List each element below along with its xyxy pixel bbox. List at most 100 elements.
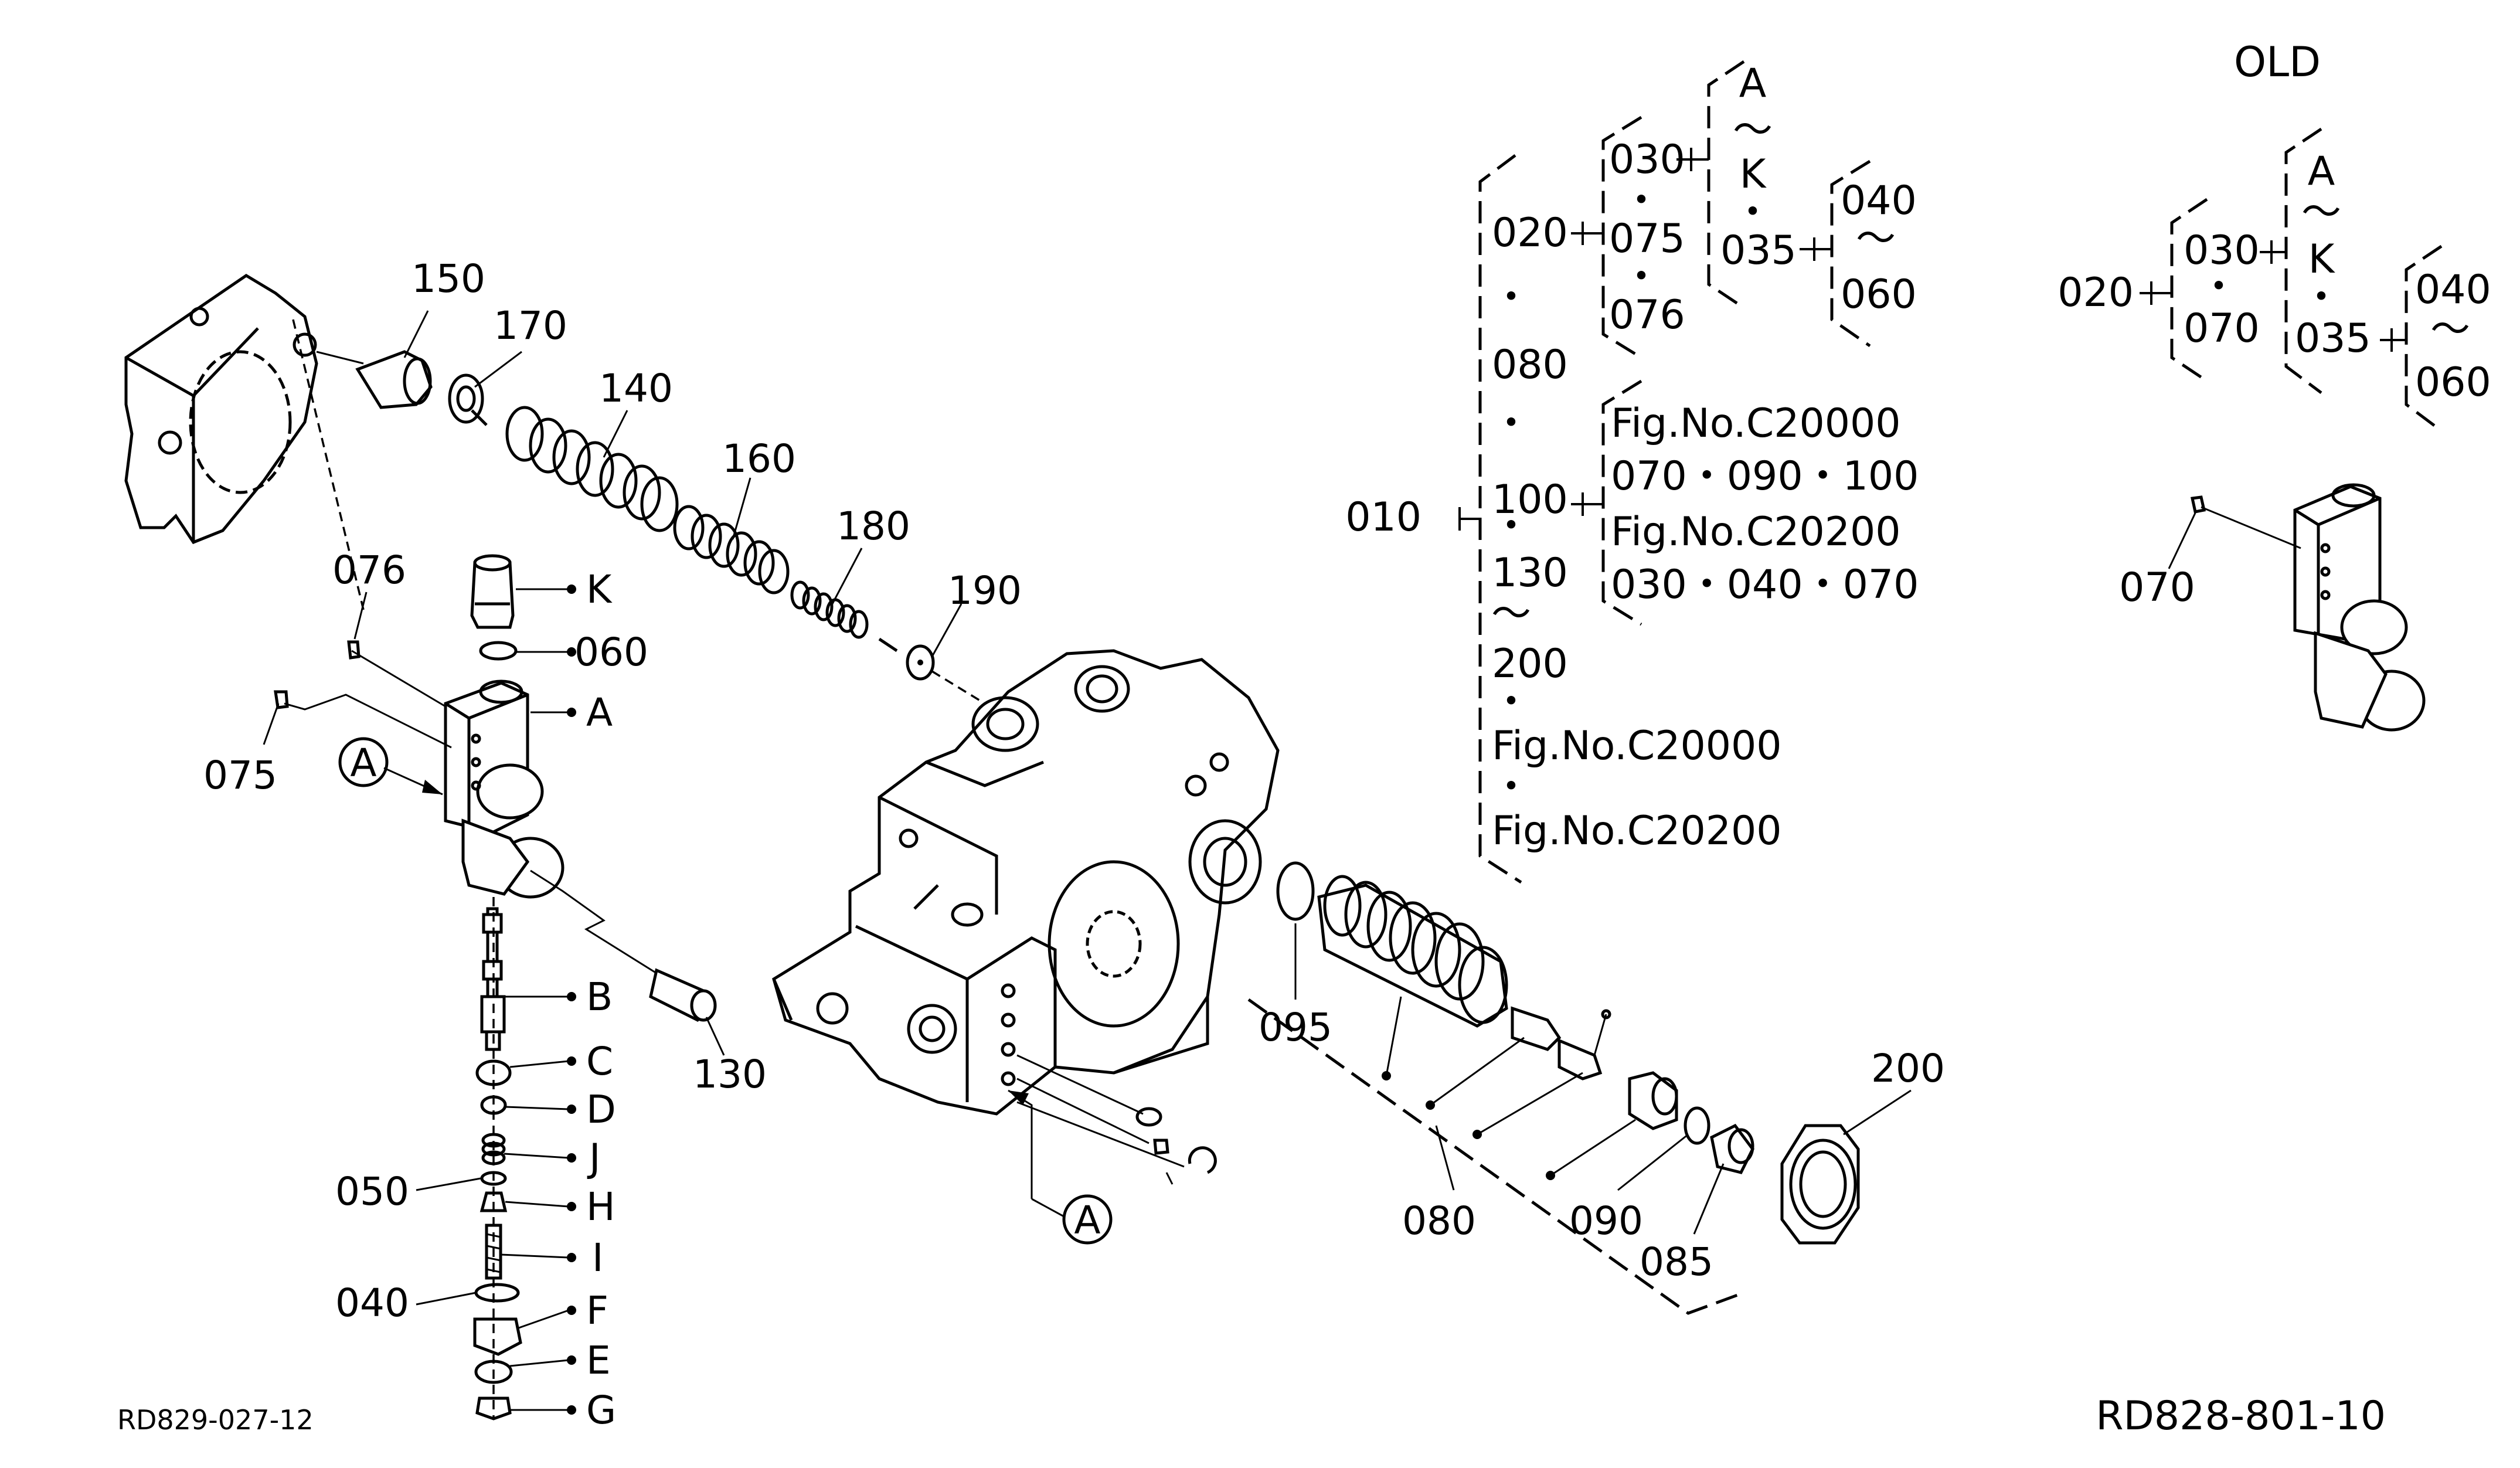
tree-dot1: ・ [1491,274,1531,321]
tick-035 [1800,237,1832,261]
callout-140: 140 [599,366,673,411]
tick-020 [1571,222,1603,245]
part-190-poppet [878,637,985,705]
tree-dot8: ・ [1733,189,1773,236]
tree-100: 100 [1492,477,1568,523]
old-030: 030 [2184,227,2260,274]
tree-080: 080 [1492,342,1568,388]
section-marker-a-right: A [1008,1089,1113,1245]
old-bracket-030 [2170,198,2208,383]
tree-sub4: 030・040・070 [1611,562,1919,608]
tree-fig2: Fig.No.C20200 [1492,808,1782,854]
part-085-plug [1710,1123,1754,1174]
part-180-spring [790,580,869,639]
drawing-ref-right: RD828-801-10 [2096,1393,2386,1439]
tree-k: K [1740,151,1767,198]
old-tilde1: ～ [2301,189,2341,236]
callout-g: G [586,1388,616,1433]
callout-076: 076 [332,548,406,593]
tree-076: 076 [1609,292,1685,338]
pump-body [772,649,1280,1116]
tree-sub1: Fig.No.C20000 [1611,400,1901,447]
valve-body-a [444,679,564,899]
callout-b: B [586,974,613,1020]
old-bracket-040 [2405,244,2443,432]
old-dot1: ・ [2199,264,2239,310]
part-150-plug [355,350,433,409]
assembly-dots [1382,1071,1555,1180]
callout-160: 160 [722,436,796,481]
part-130-screw [649,968,717,1022]
drawing-ref-left: RD829-027-12 [117,1404,314,1436]
part-060-oring [479,641,518,661]
callout-050: 050 [335,1169,409,1214]
callout-090: 090 [1569,1198,1643,1243]
old-dot2: ・ [2301,274,2341,321]
part-170-seat [448,373,488,426]
callout-c: C [586,1039,613,1084]
assembly-leaders [1385,996,1636,1177]
callout-d: D [586,1087,616,1132]
tree-fig1: Fig.No.C20000 [1492,723,1782,769]
callout-170: 170 [494,303,567,348]
callout-leaders [263,310,1912,1235]
leader-076 [351,650,446,708]
old-070-leader [2168,512,2196,569]
tree-040: 040 [1841,178,1917,224]
callout-f: F [586,1288,608,1333]
callout-labels: 150 170 140 160 180 190 076 075 130 050 … [203,256,1945,1433]
tree-200: 200 [1492,641,1568,687]
old-assembly-tree: OLD 020 030 ・ 070 A ～ K ・ 035 040 ～ 060 [2058,38,2491,432]
tick-010 [1458,507,1480,531]
callout-200: 200 [1871,1046,1945,1091]
part-080-valve [1317,875,1611,1080]
circle-a-label-left: A [350,740,376,786]
assembly-tree: 010 020 ・ 080 ・ 100 ・ 130 ～ 200 ・ Fig.No… [1345,60,1919,884]
letter-callout-leaders [416,585,576,1415]
callout-085: 085 [1640,1239,1713,1284]
callout-h: H [586,1184,615,1229]
old-tick-030 [2260,240,2286,264]
callout-180: 180 [836,504,910,549]
small-plug [1153,1139,1169,1155]
tree-dot7: ・ [1621,254,1661,300]
callout-060: 060 [574,630,648,675]
small-part-leaders [1016,1054,1185,1168]
tree-035: 035 [1720,227,1797,274]
part-090-oring [1684,1106,1710,1145]
tick-030 [1676,148,1709,171]
part-140-spring [505,406,679,532]
old-035: 035 [2295,315,2371,362]
tree-020: 020 [1492,210,1568,256]
callout-j: J [587,1136,600,1181]
tree-tilde2: ～ [1733,107,1773,154]
section-marker-a-left: A [338,737,443,796]
tree-075: 075 [1609,216,1685,262]
old-040: 040 [2415,267,2491,313]
tree-030: 030 [1609,137,1685,183]
tree-dot4: ・ [1491,679,1531,725]
callout-080: 080 [1402,1198,1476,1243]
part-090-sleeve [1628,1071,1678,1130]
tree-010: 010 [1345,494,1421,541]
callout-a: A [586,690,613,735]
callout-k: K [586,567,613,612]
old-tick-035 [2380,328,2406,352]
tree-sub2: 070・090・100 [1611,453,1919,499]
tree-tilde1: ～ [1491,591,1531,637]
part-200-nut [1780,1124,1860,1245]
old-bracket-a [2284,127,2322,394]
old-a: A [2308,148,2335,195]
bracket-040 [1830,159,1871,348]
tick-100 [1571,492,1603,516]
leader-075 [284,694,452,749]
old-070: 070 [2184,305,2260,352]
part-k-plug [470,554,515,629]
cover-plate [124,274,365,610]
snap-ring [1188,1146,1217,1174]
old-k: K [2308,236,2336,283]
callout-e: E [586,1338,611,1383]
bracket-fig [1601,379,1642,626]
